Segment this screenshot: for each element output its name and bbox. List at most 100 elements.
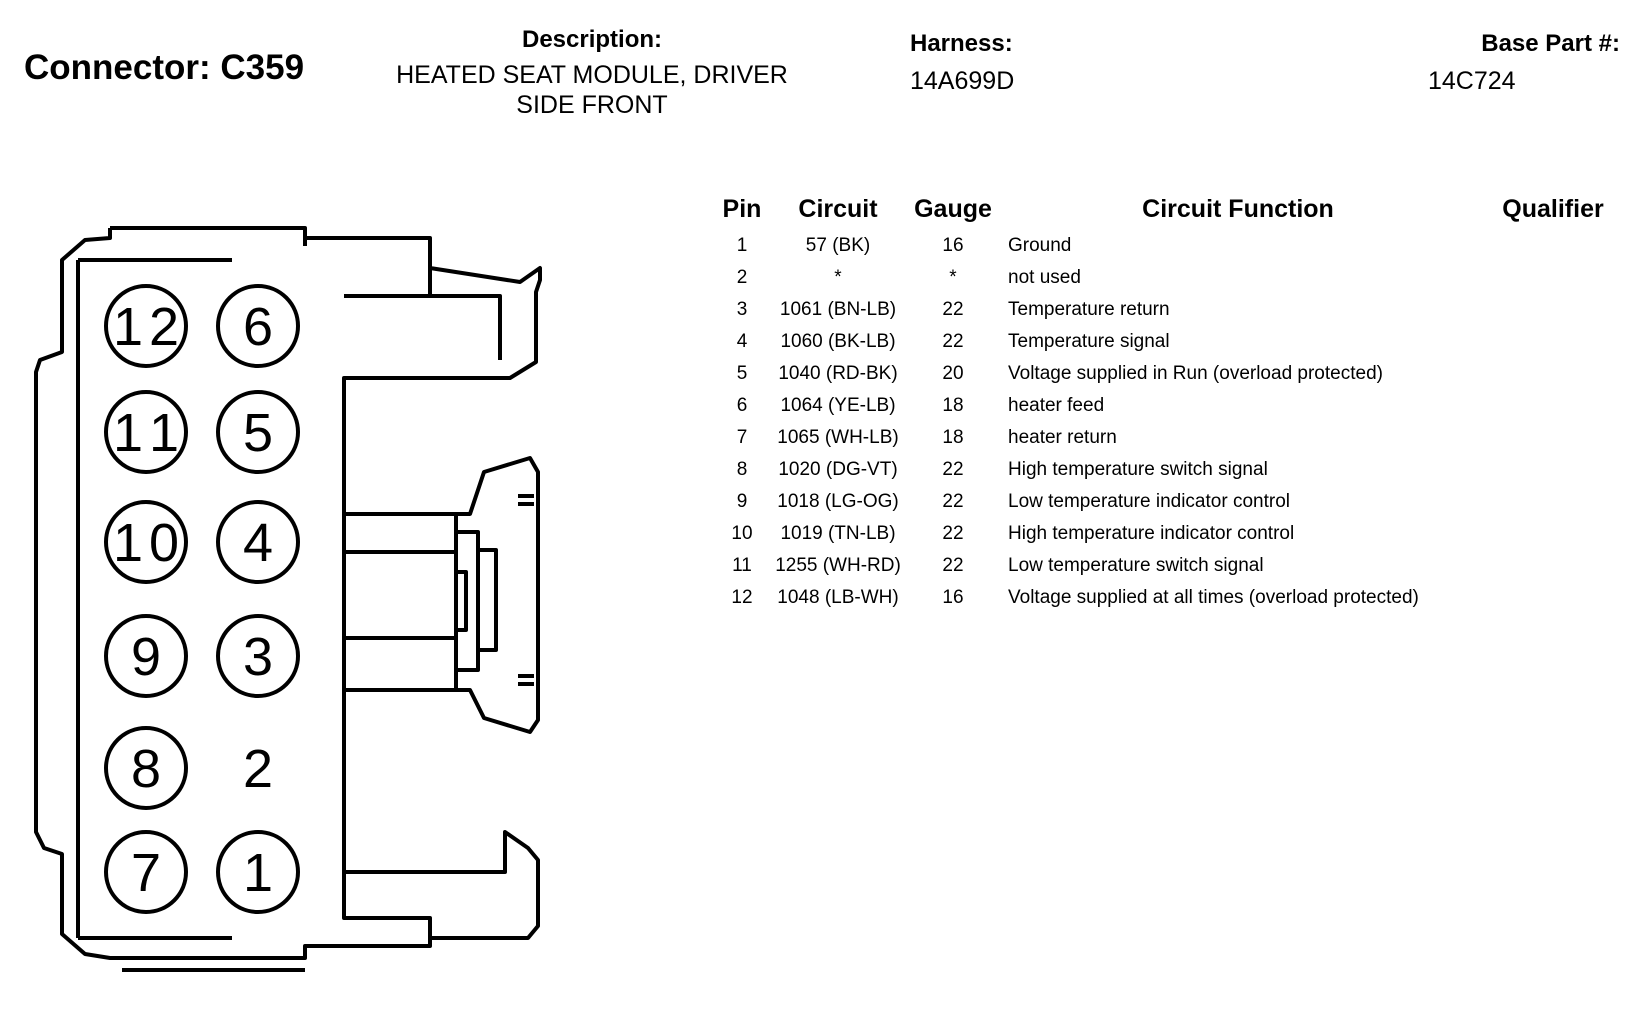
column-header-circuit: Circuit [798,194,878,223]
description-block: Description: HEATED SEAT MODULE, DRIVER … [352,26,832,120]
table-cell-qualifier [1478,326,1628,358]
pin-circle [104,830,188,914]
table-cell-pin: 2 [736,267,748,288]
table-cell-pin: 7 [736,427,748,448]
connector-title: Connector: C359 [24,48,305,87]
base-part-label: Base Part #: [1481,30,1620,57]
pin-6: 6 [216,284,300,368]
table-cell-gauge: 22 [942,299,964,320]
table-cell-gauge: 22 [942,555,964,576]
column-header-pin: Pin [722,194,762,223]
table-cell-gauge: 18 [942,395,964,416]
pin-circle [104,284,188,368]
table-cell-function: High temperature switch signal [1008,459,1268,480]
table-cell-pin: 11 [732,555,752,576]
table-header-row: Pin Circuit Gauge Circuit Function Quali… [716,188,1628,230]
table-cell-function: High temperature indicator control [1008,523,1295,544]
table-cell-circuit: 1019 (TN-LB) [780,523,896,544]
table-cell-function: Temperature signal [1008,331,1170,352]
description-line-1: HEATED SEAT MODULE, DRIVER [396,61,788,89]
pin-number-label: 10 [113,513,179,573]
table-cell-function: Low temperature indicator control [1008,491,1290,512]
base-part-block: Base Part #: 14C724 [1420,30,1620,96]
pin-number-label: 5 [243,403,273,463]
table-cell-circuit: 1040 (RD-BK) [778,363,898,384]
table-cell-function: Temperature return [1008,299,1170,320]
column-header-qualifier: Qualifier [1502,194,1604,223]
table-cell-pin: 12 [731,587,753,608]
table-cell-pin: 6 [736,395,748,416]
pin-number-label: 7 [131,843,161,903]
table-cell-qualifier [1478,550,1628,582]
table-cell-qualifier [1478,230,1628,262]
pin-circle [216,500,300,584]
table-cell-pin: 5 [736,363,748,384]
pin-circle [216,284,300,368]
table-cell-qualifier [1478,454,1628,486]
table-row: 10 1019 (TN-LB) 22 High temperature indicat… [716,518,1628,550]
pin-5: 5 [216,390,300,474]
pin-circle [216,390,300,474]
table-cell-gauge: 22 [942,459,964,480]
table-cell-pin: 3 [736,299,748,320]
pin-3: 3 [216,614,300,698]
harness-value: 14A699D [910,67,1015,95]
table-cell-gauge: 22 [942,331,964,352]
harness-block: Harness: 14A699D [910,30,1090,96]
pin-10: 10 [104,500,188,584]
table-cell-qualifier [1478,294,1628,326]
pin-11: 11 [104,390,188,474]
table-cell-function: heater return [1008,427,1117,448]
column-header-gauge: Gauge [914,194,992,223]
pin-number-label: 3 [243,627,273,687]
table-cell-function: Voltage supplied in Run (overload protec… [1008,363,1383,384]
table-row: 6 1064 (YE-LB) 18 heater feed [716,390,1628,422]
pin-1: 1 [216,830,300,914]
column-header-circuit-function: Circuit Function [1142,194,1334,223]
table-cell-circuit: 1064 (YE-LB) [780,395,896,416]
table-cell-circuit: 1060 (BK-LB) [780,331,896,352]
table-cell-circuit: 57 (BK) [805,235,871,256]
table-cell-pin: 10 [731,523,753,544]
pin-circle [104,390,188,474]
table-cell-qualifier [1478,358,1628,390]
table-cell-pin: 9 [736,491,748,512]
table-cell-circuit: 1020 (DG-VT) [778,459,898,480]
pin-number-label: 6 [243,297,273,357]
table-cell-gauge: * [949,267,957,288]
table-cell-gauge: 16 [942,587,964,608]
table-row: 2**not used [716,262,1628,294]
table-cell-pin: 1 [736,235,748,256]
table-cell-gauge: 20 [942,363,964,384]
pin-4: 4 [216,500,300,584]
pin-2: 2 [243,739,273,799]
table-cell-pin: 8 [736,459,748,480]
table-cell-circuit: 1018 (LG-OG) [777,491,899,512]
pin-9: 9 [104,614,188,698]
pin-number-label: 12 [113,297,179,357]
table-row: 5 1040 (RD-BK) 20 Voltage supplied in Run (… [716,358,1628,390]
table-cell-qualifier [1478,422,1628,454]
pin-circle [104,726,188,810]
pin-8: 8 [104,726,188,810]
description-line-2: SIDE FRONT [516,91,668,119]
description-label: Description: [521,26,662,53]
table-cell-function: not used [1008,267,1081,288]
pin-number-label: 4 [243,513,273,573]
pin-number-label: 8 [131,739,161,799]
table-cell-function: heater feed [1008,395,1105,416]
table-cell-function: Voltage supplied at all times (overload … [1008,587,1419,608]
pin-7: 7 [104,830,188,914]
table-cell-qualifier [1478,518,1628,550]
table-cell-gauge: 22 [942,523,964,544]
pin-number-label: 2 [243,739,273,799]
